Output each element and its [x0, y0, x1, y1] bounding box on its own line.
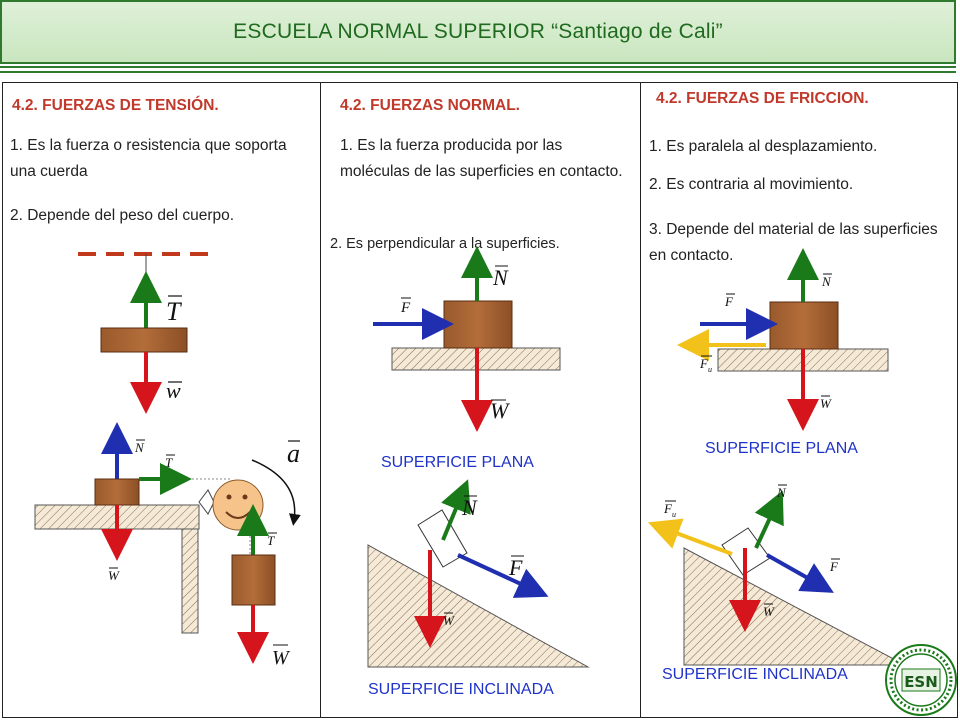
- table-pulley-diagram: a N T W T W: [34, 422, 301, 669]
- label-N-fflat: N: [821, 274, 832, 289]
- label-W-flat: W: [490, 398, 510, 423]
- smiley-pulley: [212, 479, 264, 531]
- friction-caption-incline: SUPERFICIE INCLINADA: [662, 666, 848, 683]
- label-a: a: [287, 439, 300, 468]
- incline-normal-arrow: [441, 479, 471, 541]
- normal-point-2: 2. Es perpendicular a la superficies.: [330, 236, 560, 252]
- label-Fu-sub-fflat: u: [708, 365, 712, 374]
- header-rule: [0, 66, 956, 73]
- friction-point-3: 3. Depende del material de las superfici…: [649, 221, 938, 264]
- label-N-fincline: N: [776, 485, 787, 500]
- hanging-block-2: [231, 554, 276, 606]
- table-block: [94, 478, 140, 506]
- label-F-flat: F: [400, 300, 411, 316]
- label-w: w: [166, 378, 181, 403]
- normal-heading: 4.2. FUERZAS NORMAL.: [340, 97, 520, 114]
- friction-flat-block: [769, 301, 839, 350]
- normal-caption-incline: SUPERFICIE INCLINADA: [368, 681, 554, 698]
- label-W-fincline: W: [763, 604, 775, 619]
- label-W-incline: W: [443, 613, 455, 628]
- incline-force-arrow: [457, 553, 549, 598]
- normal-flat-diagram: N F W: [373, 246, 561, 432]
- normal-flat-block: [443, 300, 513, 349]
- tension-point-1: 1. Es la fuerza o resistencia que soport…: [10, 137, 287, 180]
- label-T: T: [166, 297, 182, 326]
- hanging-block-diagram: T w: [78, 252, 210, 414]
- label-W-hanging: W: [272, 647, 291, 669]
- logo-text: ESN: [904, 673, 938, 691]
- fincline-normal-arrow: [754, 490, 784, 549]
- friction-flat-diagram: N F F u W: [677, 248, 889, 431]
- hanging-block: [100, 327, 188, 353]
- content-frame: [2, 82, 958, 718]
- acceleration-arc: [251, 459, 301, 526]
- label-N-flat: N: [492, 265, 509, 290]
- fincline-friction-arrow: [648, 518, 733, 556]
- label-F-fflat: F: [724, 294, 734, 309]
- friction-incline-ramp: [683, 547, 906, 666]
- label-T-table: T: [165, 455, 173, 470]
- normal-caption-flat: SUPERFICIE PLANA: [381, 454, 534, 471]
- school-seal-logo: ESN: [885, 644, 957, 716]
- label-Fu-fincline: F: [663, 501, 673, 516]
- label-T-hanging: T: [267, 533, 275, 548]
- tension-heading: 4.2. FUERZAS DE TENSIÓN.: [12, 97, 219, 114]
- fincline-force-arrow: [766, 553, 834, 593]
- label-N-incline: N: [461, 495, 478, 520]
- page-title: ESCUELA NORMAL SUPERIOR “Santiago de Cal…: [233, 20, 723, 43]
- label-F-incline: F: [508, 555, 523, 580]
- normal-point-1: 1. Es la fuerza producida por las molécu…: [340, 137, 623, 180]
- table-leg: [181, 528, 199, 634]
- label-Fu-fflat: F: [699, 356, 709, 371]
- friction-point-1: 1. Es paralela al desplazamiento.: [649, 138, 878, 155]
- friction-caption-flat: SUPERFICIE PLANA: [705, 440, 858, 457]
- friction-heading: 4.2. FUERZAS DE FRICCION.: [656, 90, 869, 107]
- pulley-corner: [198, 489, 215, 515]
- header-banner: ESCUELA NORMAL SUPERIOR “Santiago de Cal…: [0, 0, 956, 64]
- label-N-table: N: [134, 440, 145, 455]
- normal-incline-diagram: N F W: [367, 479, 590, 668]
- tension-point-2: 2. Depende del peso del cuerpo.: [10, 207, 235, 224]
- column-divider-2: [640, 82, 641, 718]
- label-F-fincline: F: [829, 559, 839, 574]
- label-W-table: W: [108, 568, 120, 583]
- label-W-fflat: W: [820, 396, 832, 411]
- label-Fu-sub-fincline: u: [672, 510, 676, 519]
- friction-incline-diagram: N F F u W: [648, 484, 906, 666]
- column-divider-1: [320, 82, 321, 718]
- friction-point-2: 2. Es contraria al movimiento.: [649, 176, 854, 193]
